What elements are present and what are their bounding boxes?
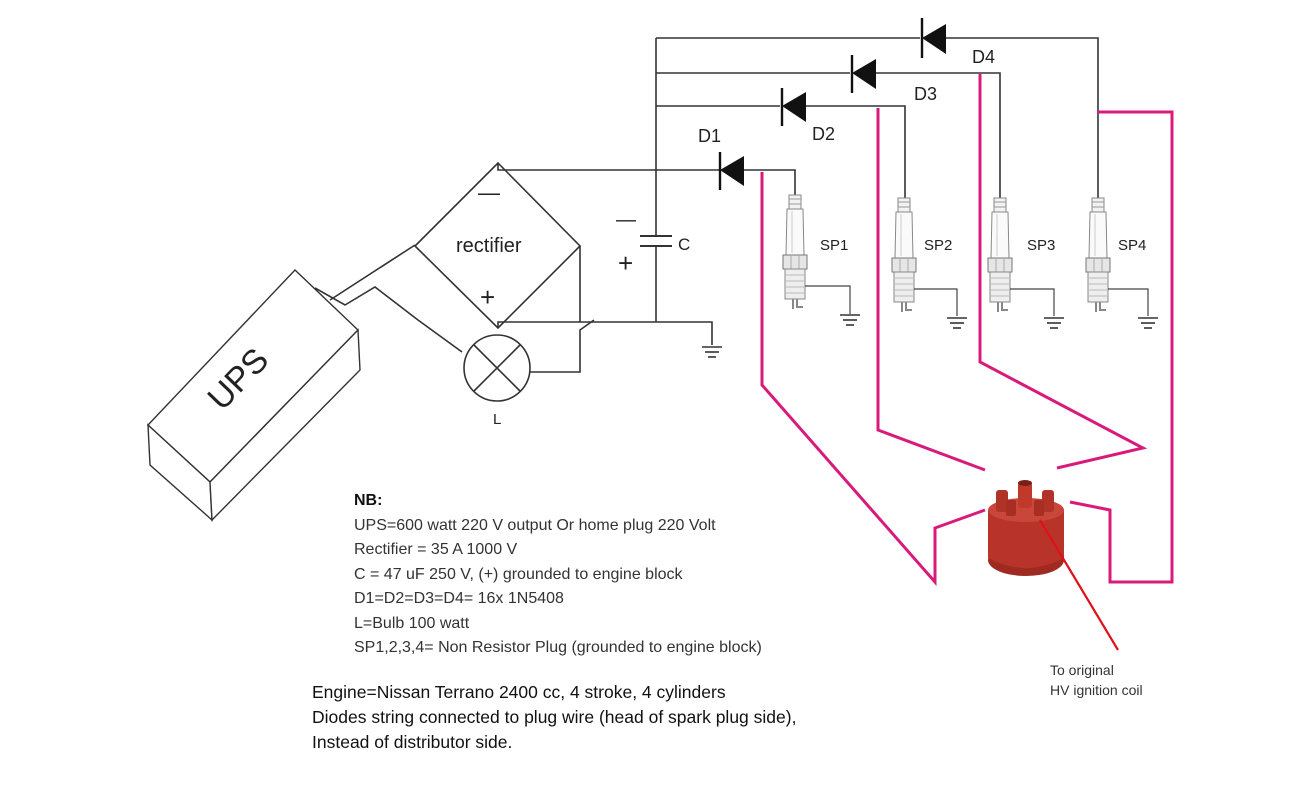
note-line: L=Bulb 100 watt [354, 614, 470, 632]
notes-heading: NB: [354, 492, 383, 509]
diode-d1: D1 [698, 126, 796, 195]
diode-d4: D4 [920, 18, 1099, 198]
capacitor: — + C [616, 38, 690, 322]
sp1-label: SP1 [820, 237, 848, 254]
ups-box: UPS [147, 269, 361, 522]
rectifier-minus: — [478, 180, 500, 205]
sp3-label: SP3 [1027, 237, 1055, 254]
note-line: D1=D2=D3=D4= 16x 1N5408 [354, 590, 564, 607]
capacitor-minus: — [616, 209, 636, 231]
engine-line: Engine=Nissan Terrano 2400 cc, 4 stroke,… [312, 682, 726, 702]
coil-line: HV ignition coil [1050, 682, 1143, 698]
sp4-label: SP4 [1118, 237, 1146, 254]
bulb-label: L [493, 411, 501, 428]
engine-block: Engine=Nissan Terrano 2400 cc, 4 stroke,… [312, 680, 796, 755]
spark-plug-sp4: SP4 [1085, 197, 1159, 329]
coil-pointer [1039, 519, 1119, 651]
sp2-label: SP2 [924, 237, 952, 254]
capacitor-plus: + [618, 248, 633, 278]
bulb: L [463, 334, 531, 428]
diode-d3: D3 [850, 55, 1001, 198]
note-line: UPS=600 watt 220 V output Or home plug 2… [354, 516, 716, 534]
coil-note: To original HV ignition coil [1050, 660, 1143, 700]
d2-label: D2 [812, 124, 835, 144]
engine-line: Diodes string connected to plug wire (he… [312, 707, 797, 727]
note-line: SP1,2,3,4= Non Resistor Plug (grounded t… [354, 639, 762, 656]
coil-line: To original [1050, 662, 1114, 678]
note-line: Rectifier = 35 A 1000 V [354, 541, 518, 558]
rectifier-label: rectifier [456, 235, 522, 257]
d3-label: D3 [914, 84, 937, 104]
spark-plug-sp3: SP3 [987, 197, 1065, 329]
capacitor-label: C [678, 235, 690, 254]
d1-label: D1 [698, 126, 721, 146]
rectifier-plus: + [480, 282, 495, 312]
d4-label: D4 [972, 47, 995, 67]
note-line: C = 47 uF 250 V, (+) grounded to engine … [354, 565, 683, 583]
engine-line: Instead of distributor side. [312, 732, 513, 752]
plug-wires [760, 74, 1174, 586]
diode-d2: D2 [780, 88, 906, 198]
rectifier: rectifier — + [413, 161, 582, 330]
notes-block: NB: UPS=600 watt 220 V output Or home pl… [354, 489, 762, 661]
distributor-cap [988, 480, 1064, 576]
spark-plug-sp2: SP2 [891, 197, 968, 329]
spark-plug-sp1: SP1 [782, 194, 861, 326]
